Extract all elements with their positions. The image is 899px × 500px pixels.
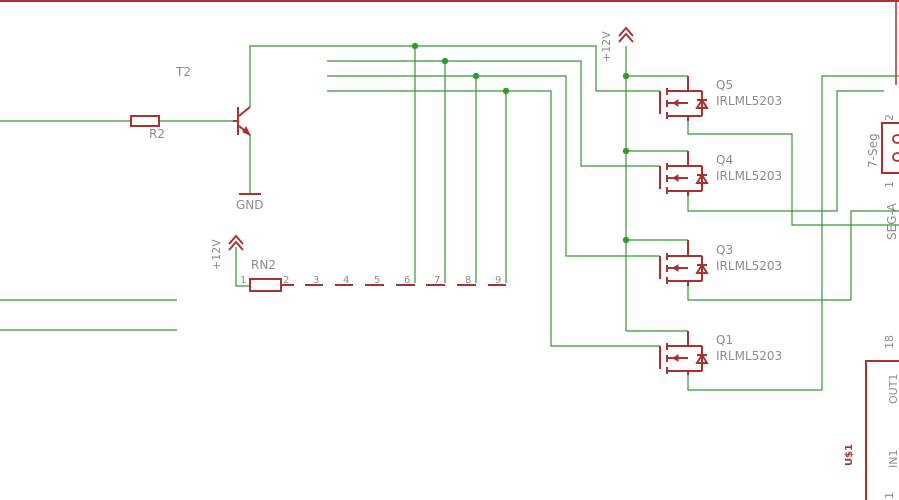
mosfet-q1: Q1 IRLML5203 (659, 331, 782, 375)
rn2-pin-number: 9 (495, 275, 501, 286)
wire-bus-q3 (327, 75, 660, 257)
t2-emitter-arrow (242, 125, 252, 136)
junction-dot (441, 57, 449, 65)
seg-pin-top: 2 (883, 114, 896, 121)
resistor-network-rn2: RN2 1 2 3 4 5 6 7 8 9 (240, 258, 506, 292)
rn2-body (249, 278, 282, 292)
12v-right-label: +12V (600, 31, 613, 62)
t2-name: T2 (175, 65, 191, 79)
seg-value: SEG-A (885, 202, 899, 240)
seg-name: 7-Seg (866, 133, 880, 168)
seven-seg-display: 7-Seg 2 1 SEG-A (866, 114, 899, 240)
seg-pin-icon (892, 152, 899, 162)
junction-dot (622, 72, 630, 80)
supply-12v-left: +12V (210, 234, 244, 270)
wires (0, 45, 899, 391)
body-diode-icon (695, 263, 709, 274)
ic-pin-bottom: 1 (883, 492, 896, 499)
rn2-pin-number: 4 (343, 275, 349, 286)
q5-value: IRLML5203 (716, 94, 782, 108)
transistor-t2: T2 (175, 65, 252, 136)
12v-right-arrow-inner (618, 32, 634, 43)
rn2-name: RN2 (251, 258, 276, 272)
q1-name: Q1 (716, 333, 733, 347)
mosfet-arrow (672, 99, 679, 107)
r2-name: R2 (149, 127, 165, 141)
wire-q3-drain (687, 210, 899, 301)
supply-12v-right: +12V (600, 26, 634, 62)
ground-symbol: GND (236, 193, 264, 212)
body-diode-icon (695, 98, 709, 109)
rn2-pin-number: 3 (313, 275, 319, 286)
12v-left-arrow-inner (228, 240, 244, 251)
seg-body (881, 122, 899, 174)
mosfet-q5: Q5 IRLML5203 (659, 76, 782, 121)
junction-dot (622, 236, 630, 244)
wire-bus-q4 (327, 60, 660, 167)
rn2-pin-number: 1 (240, 275, 246, 286)
junction-dot (411, 42, 419, 50)
seg-pin-bottom: 1 (883, 181, 896, 188)
ic-pin-number: 18 (883, 335, 896, 349)
q3-value: IRLML5203 (716, 259, 782, 273)
ic-pin-out: OUT1 (887, 374, 899, 404)
t2-collector-lead (238, 106, 251, 117)
rn2-pin-number: 7 (434, 275, 440, 286)
rn2-pin-number: 6 (404, 275, 410, 286)
junction-dot (472, 72, 480, 80)
r2-body (130, 115, 160, 127)
mosfet-q3: Q3 IRLML5203 (659, 240, 782, 286)
wire-bus-q1 (327, 90, 660, 347)
ic-u1: 18 OUT1 IN1 1 U$1 (844, 335, 899, 500)
12v-left-label: +12V (210, 239, 223, 270)
body-diode-icon (695, 173, 709, 184)
body-diode-icon (695, 353, 709, 364)
q4-value: IRLML5203 (716, 169, 782, 183)
12v-left-arrow-outer (228, 234, 244, 245)
q4-name: Q4 (716, 153, 733, 167)
wire-q4-drain (687, 90, 884, 212)
junctions (411, 42, 630, 244)
q1-value: IRLML5203 (716, 349, 782, 363)
resistor-r2: R2 (130, 115, 165, 141)
junction-dot (622, 147, 630, 155)
wire-q1-drain (687, 75, 899, 391)
mosfet-arrow (672, 354, 679, 362)
ic-pin-in: IN1 (887, 450, 899, 468)
rn2-pin-number: 8 (465, 275, 471, 286)
wire-collector-q5 (249, 45, 660, 107)
seg-pin-icon (892, 134, 899, 144)
ic-body (865, 360, 899, 500)
ic-name: U$1 (844, 444, 855, 466)
junction-dot (502, 87, 510, 95)
mosfet-arrow (672, 264, 679, 272)
q5-name: Q5 (716, 78, 733, 92)
rn2-pin-number: 2 (283, 275, 289, 286)
12v-right-arrow-outer (618, 26, 634, 37)
rn2-pin-number: 5 (374, 275, 380, 286)
wire-q5-drain (687, 121, 899, 226)
mosfet-arrow (672, 174, 679, 182)
gnd-label: GND (236, 198, 264, 212)
q3-name: Q3 (716, 243, 733, 257)
mosfet-q4: Q4 IRLML5203 (659, 151, 782, 196)
wire-12v-rn2 (235, 247, 250, 287)
